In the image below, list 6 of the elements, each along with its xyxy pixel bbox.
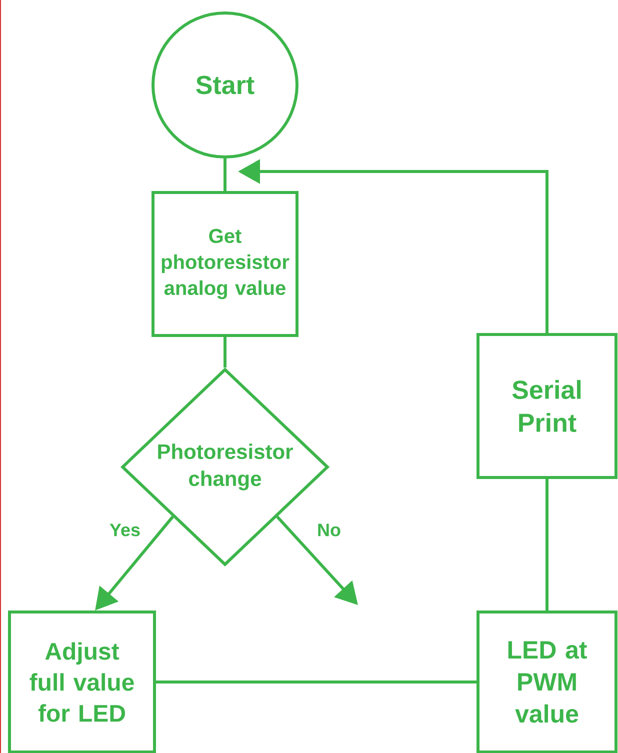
edge-label: No — [318, 524, 340, 536]
process-box: Adjust full value for LED — [8, 610, 156, 753]
process-box: Get photoresistor analog value — [152, 191, 298, 337]
process-box: Serial Print — [476, 333, 618, 479]
edge-label: Yes — [110, 524, 140, 536]
process-box: LED at PWM value — [476, 610, 618, 753]
